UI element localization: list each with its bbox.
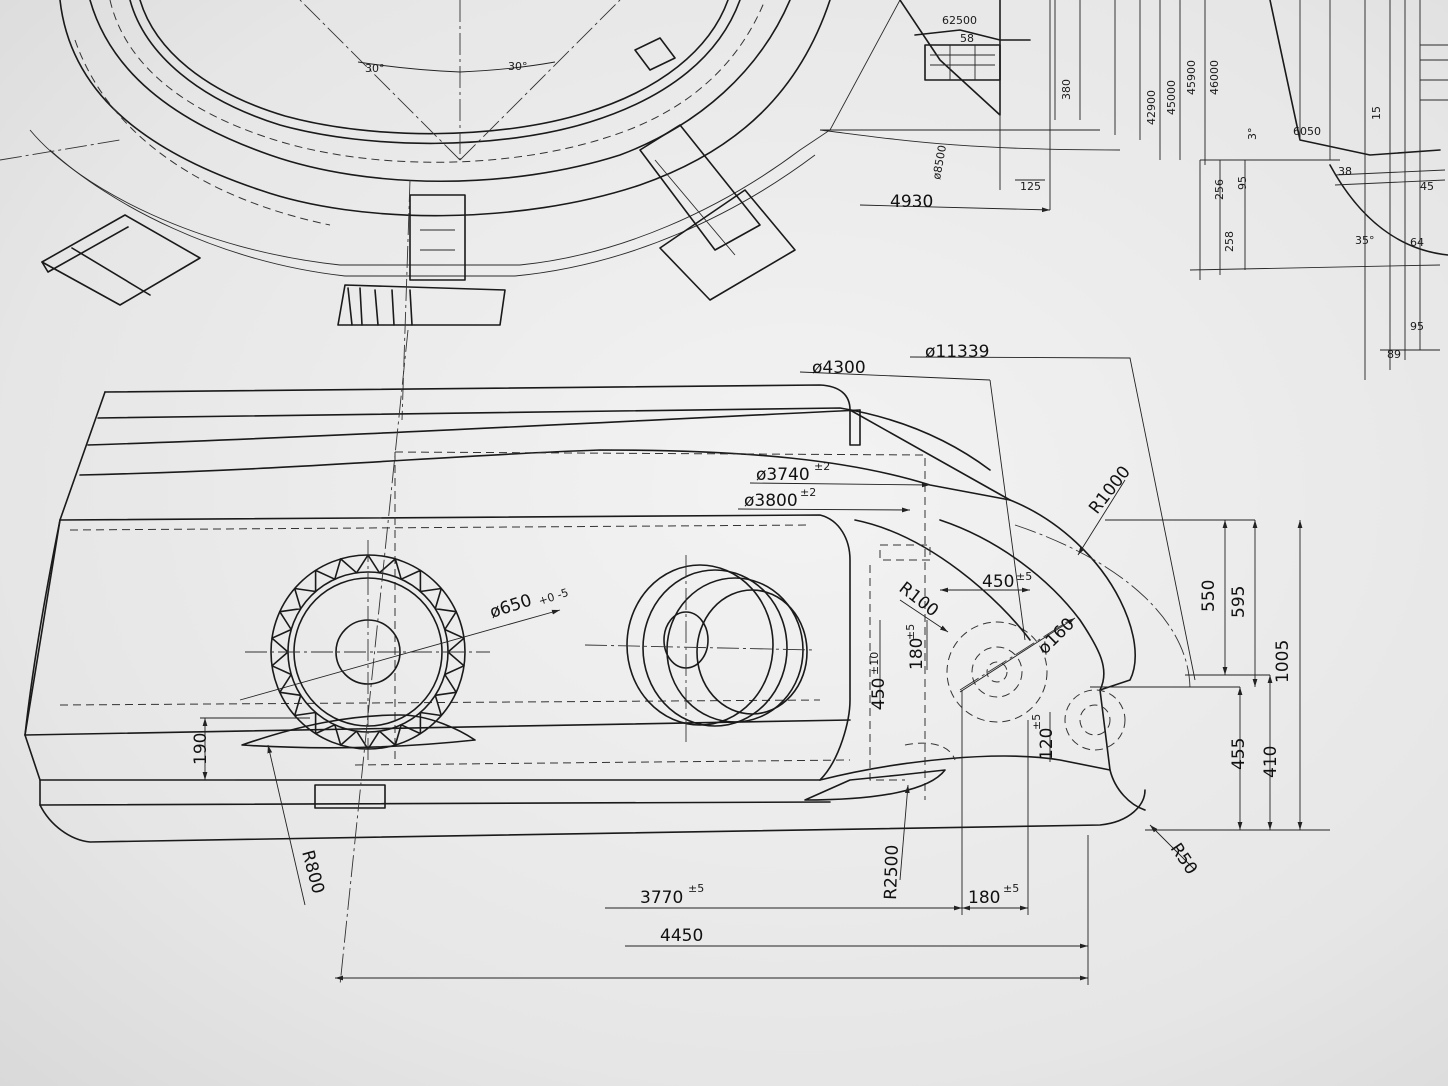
dim-258: 258 xyxy=(1223,231,1236,252)
dimensions: ø4300 ø11339 ø3740 ±2 ø3800 ±2 ø650 +0 -… xyxy=(191,342,1330,985)
dim-42900: 42900 xyxy=(1145,90,1158,125)
dim-180-h: 180 xyxy=(968,888,1000,908)
tol-450-top: ±5 xyxy=(1016,570,1032,583)
angle-label-right: 30° xyxy=(508,60,528,73)
dim-3770: 3770 xyxy=(640,888,683,908)
gear-wheel xyxy=(245,540,490,760)
dim-3800: ø3800 xyxy=(744,491,798,511)
dim-45900: 45900 xyxy=(1185,60,1198,95)
dim-38: 38 xyxy=(1338,165,1352,178)
dim-410: 410 xyxy=(1261,746,1281,778)
pin-circle xyxy=(1064,689,1126,751)
angle-label-left: 30° xyxy=(365,62,385,75)
dim-256: 256 xyxy=(1213,179,1226,200)
dim-125: 125 xyxy=(1020,180,1041,193)
tol-3740: ±2 xyxy=(814,460,830,473)
dim-6050: 6050 xyxy=(1293,125,1321,138)
dim-64: 64 xyxy=(1410,236,1424,249)
dim-r50: R50 xyxy=(1166,840,1201,879)
dim-450-v: 450 xyxy=(869,678,889,710)
dim-160: ø160 xyxy=(1034,614,1078,658)
dim-15: 15 xyxy=(1370,106,1383,120)
tol-3770: ±5 xyxy=(688,882,704,895)
dim-r1000: R1000 xyxy=(1085,462,1135,518)
dim-95b: 95 xyxy=(1410,320,1424,333)
dim-190: 190 xyxy=(191,733,211,765)
dim-35deg: 35° xyxy=(1355,234,1375,247)
tol-180-h: ±5 xyxy=(1003,882,1019,895)
dim-46000: 46000 xyxy=(1208,60,1221,95)
dim-380: 380 xyxy=(1060,79,1073,100)
dim-4300: ø4300 xyxy=(812,358,866,378)
dim-450-top: 450 xyxy=(982,572,1014,592)
tol-650: +0 -5 xyxy=(537,586,570,608)
dim-89: 89 xyxy=(1387,348,1401,361)
bore-circle xyxy=(946,621,1048,723)
top-view-ring: 30° 30° xyxy=(0,0,901,421)
tol-3800: ±2 xyxy=(800,486,816,499)
dim-8500: ø8500 xyxy=(930,144,949,180)
dim-650: ø650 xyxy=(487,590,534,622)
front-view-housing xyxy=(24,329,1146,986)
dim-3740: ø3740 xyxy=(756,465,810,485)
dim-r2500: R2500 xyxy=(881,844,903,900)
dim-45: 45 xyxy=(1420,180,1434,193)
dim-4930: 4930 xyxy=(890,192,933,212)
dim-1005: 1005 xyxy=(1273,640,1293,683)
dim-95: 95 xyxy=(1236,176,1249,190)
dim-r800: R800 xyxy=(297,848,328,896)
dim-45000: 45000 xyxy=(1165,80,1178,115)
dim-11339: ø11339 xyxy=(925,342,989,362)
tol-450-v: ±10 xyxy=(868,652,881,675)
dim-62500: 62500 xyxy=(942,14,977,27)
dim-3: 3° xyxy=(1246,128,1259,141)
bearing-cylinders xyxy=(584,555,816,745)
dim-550: 550 xyxy=(1199,580,1219,612)
dim-455: 455 xyxy=(1229,738,1249,770)
dim-4450: 4450 xyxy=(660,926,703,946)
dim-595: 595 xyxy=(1229,586,1249,618)
tol-180-v: ±5 xyxy=(904,624,917,640)
dim-120-v: 120 xyxy=(1037,728,1057,760)
dim-180-v: 180 xyxy=(907,638,927,670)
tol-120-v: ±5 xyxy=(1030,714,1043,730)
dim-r100: R100 xyxy=(895,578,942,621)
dim-58: 58 xyxy=(960,32,974,45)
top-right-details: 62500 58 380 4930 ø8500 125 42900 45000 … xyxy=(819,0,1448,380)
